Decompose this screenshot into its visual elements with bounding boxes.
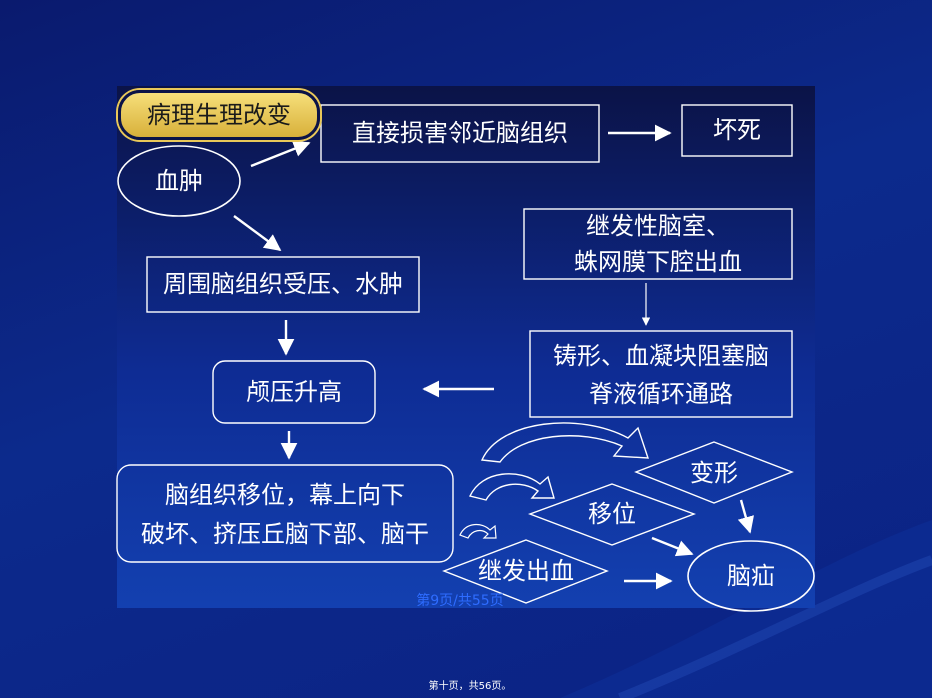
footer-note: 第十页，共56页。 — [428, 681, 512, 692]
displacement-label-2: 破坏、挤压丘脑下部、脑干 — [141, 520, 429, 548]
page-number: 第9页/共55页 — [416, 593, 504, 609]
icp-rise-label: 颅压升高 — [246, 378, 342, 406]
deformation-label: 变形 — [690, 459, 738, 487]
secondary-hemorrhage-node — [523, 208, 793, 280]
csf-block-label-2: 脊液循环通路 — [589, 380, 733, 408]
direct-damage-node — [320, 104, 600, 163]
deformation-node — [634, 441, 794, 504]
displacement-label-1: 脑组织移位，幕上向下 — [165, 481, 405, 509]
hematoma-label: 血肿 — [155, 167, 203, 195]
necrosis-node — [681, 104, 793, 157]
secondary-hemorrhage-label-1: 继发性脑室、 — [586, 212, 730, 240]
compression-edema-node — [146, 256, 420, 313]
arrow-deformation-to-herniation — [737, 499, 754, 534]
secondary-hemorrhage-label-2: 蛛网膜下腔出血 — [574, 248, 742, 276]
arrow-hematoma-to-compression — [233, 215, 282, 251]
displacement-node — [116, 464, 454, 563]
secondary-bleeding-label: 继发出血 — [478, 557, 574, 585]
arrow-shift-to-herniation — [651, 536, 694, 557]
hematoma-node — [117, 145, 241, 217]
direct-damage-label: 直接损害邻近脑组织 — [352, 119, 568, 147]
shift-node — [527, 483, 697, 546]
herniation-label: 脑疝 — [727, 562, 775, 590]
compression-edema-label: 周围脑组织受压、水肿 — [163, 270, 403, 298]
shift-label: 移位 — [588, 500, 636, 528]
curved-arrow-medium — [469, 473, 555, 501]
curved-arrow-small — [459, 524, 497, 539]
csf-block-label-1: 铸形、血凝块阻塞脑 — [553, 342, 769, 370]
title-badge: 病理生理改变 — [118, 90, 320, 140]
csf-block-node — [529, 330, 793, 418]
arrow-hematoma-to-damage — [250, 140, 311, 168]
curved-arrow-large — [480, 422, 649, 463]
necrosis-label: 坏死 — [713, 116, 761, 144]
content-panel — [117, 86, 815, 608]
herniation-node — [687, 540, 815, 612]
icp-rise-node — [212, 360, 376, 424]
secondary-bleeding-node — [442, 539, 609, 604]
